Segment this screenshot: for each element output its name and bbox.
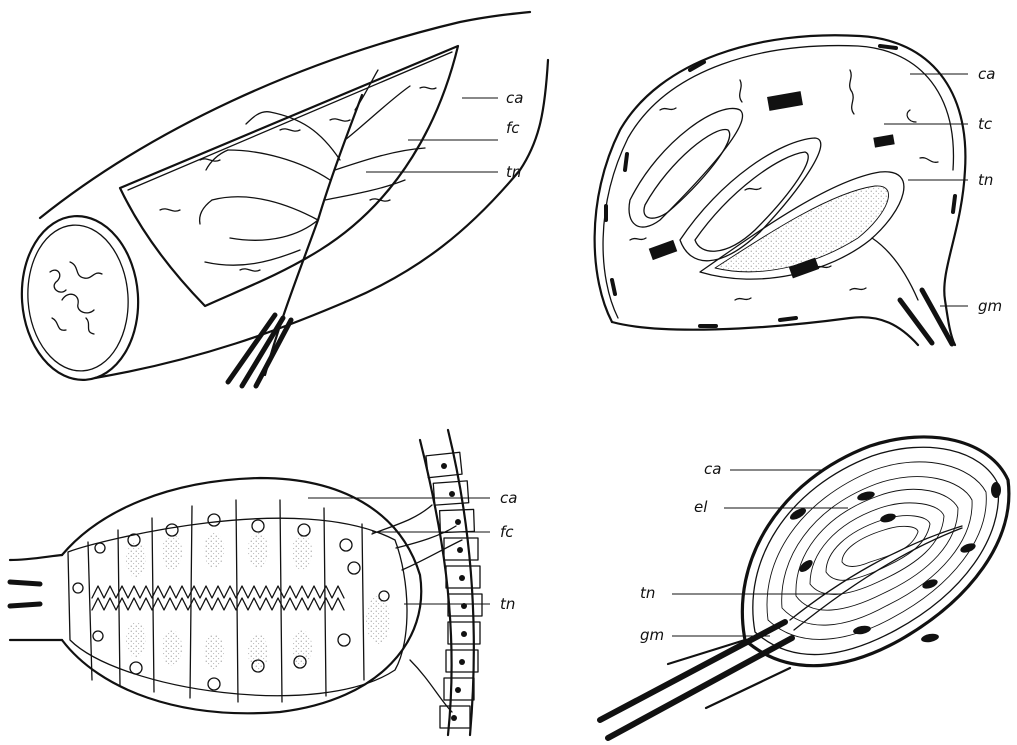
label-gm-bottom-right: gm	[640, 626, 664, 644]
label-fc-top-left: fc	[506, 119, 520, 137]
panel-bottom-right	[600, 437, 1009, 738]
panel-top-right	[595, 35, 966, 345]
label-gm-top-right: gm	[978, 297, 1002, 315]
label-ca-bottom-right: ca	[704, 460, 721, 478]
label-ca-top-right: ca	[978, 65, 995, 83]
label-tn-top-right: tn	[978, 171, 993, 189]
label-tn-bottom-right: tn	[640, 584, 655, 602]
label-tn-top-left: tn	[506, 163, 521, 181]
label-ca-top-left: ca	[506, 89, 523, 107]
label-tc-top-right: tc	[978, 115, 993, 133]
label-el-bottom-right: el	[694, 498, 708, 516]
label-ca-bottom-left: ca	[500, 489, 517, 507]
panel-bottom-left	[10, 430, 482, 735]
panel-top-left	[16, 12, 548, 386]
label-fc-bottom-left: fc	[500, 523, 514, 541]
label-tn-bottom-left: tn	[500, 595, 515, 613]
